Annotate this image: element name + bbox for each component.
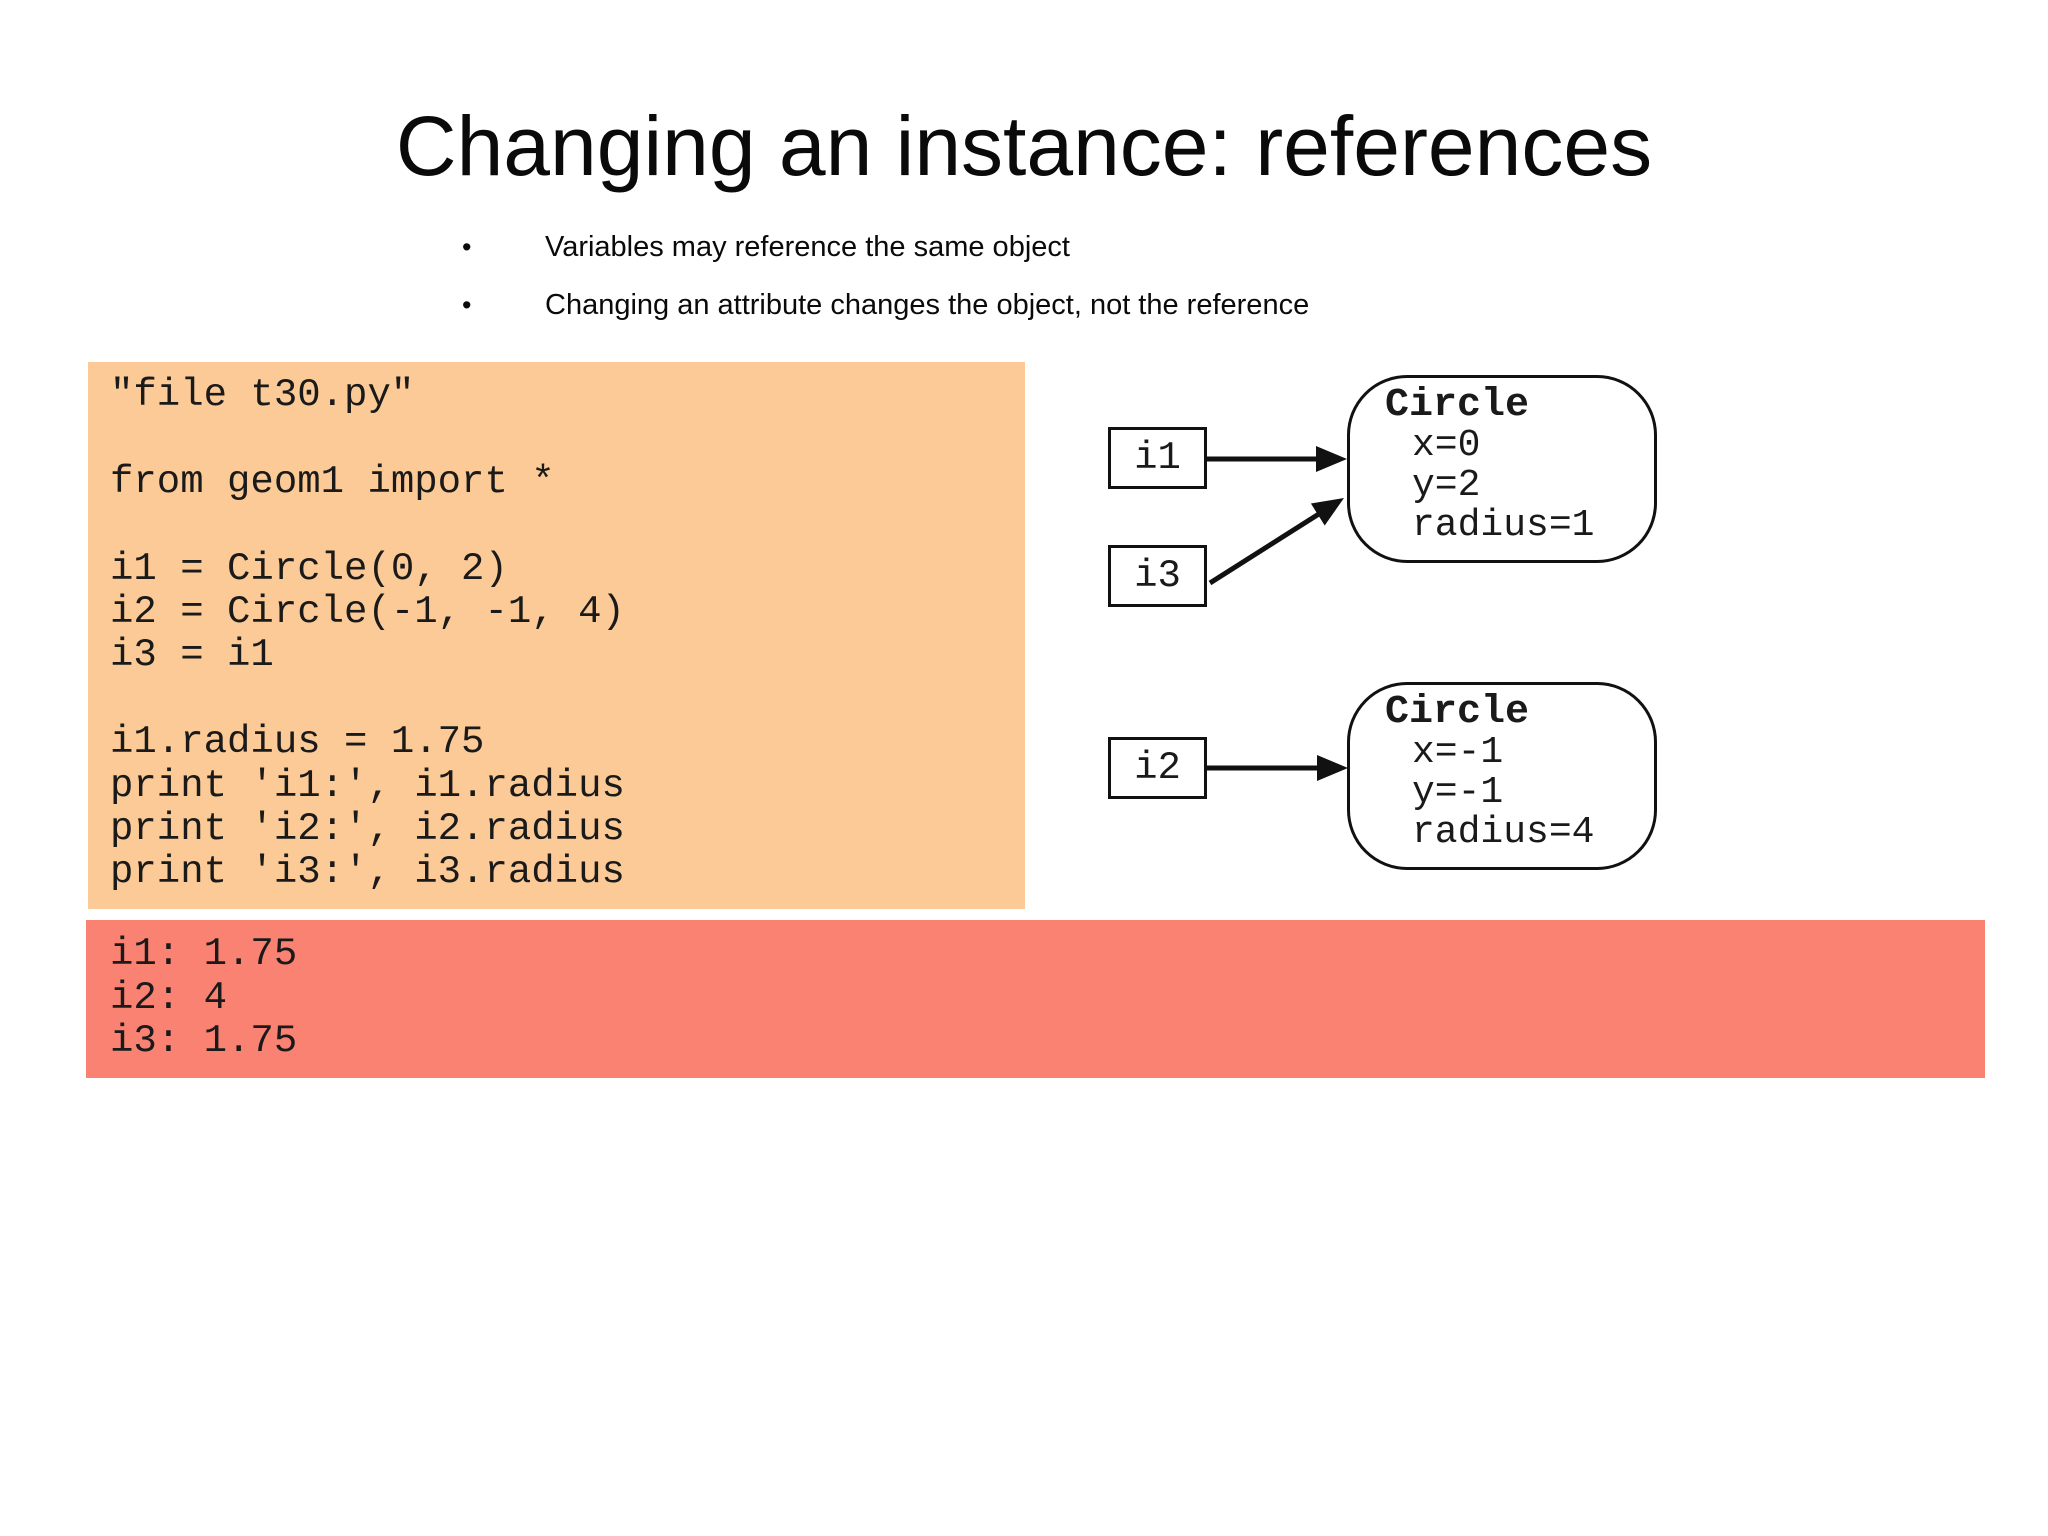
bullet-dot-icon: • [462,290,472,320]
output-block: i1: 1.75 i2: 4 i3: 1.75 [86,920,1985,1078]
bullet-text: Variables may reference the same object [545,231,1070,263]
reference-box-i3: i3 [1108,545,1207,607]
code-line: "file t30.py" [110,373,415,417]
reference-label: i3 [1134,554,1181,598]
reference-box-i1: i1 [1108,427,1207,489]
object-attribute: x=-1 [1412,731,1504,774]
output-line: i2: 4 [110,975,228,1020]
object-card-circle-1: Circle x=0 y=2 radius=1 [1347,375,1657,563]
bullet-item: • Variables may reference the same objec… [458,229,1070,265]
output-line: i3: 1.75 [110,1019,298,1063]
arrow-i2-to-object2-icon [1207,755,1348,781]
code-line [110,504,1025,547]
object-attribute: radius=4 [1412,811,1595,854]
code-line: print 'i1:', i1.radius [110,763,625,808]
object-attribute: y=-1 [1412,771,1504,814]
output-line: i1: 1.75 [110,932,298,976]
code-line [110,678,1025,721]
code-line: i3 = i1 [110,633,274,678]
page-title: Changing an instance: references [395,99,1653,193]
bullet-dot-icon: • [462,232,472,262]
code-line: from geom1 import * [110,459,555,504]
code-block: "file t30.py" from geom1 import * i1 = C… [88,362,1025,909]
code-line [110,417,1025,460]
object-attribute: x=0 [1412,424,1481,467]
code-line: i1 = Circle(0, 2) [110,546,508,591]
code-line: i1.radius = 1.75 [110,720,485,765]
reference-label: i2 [1134,746,1181,790]
object-class-name: Circle [1385,383,1530,428]
object-class-name: Circle [1385,690,1530,735]
reference-box-i2: i2 [1108,737,1207,799]
object-attribute: radius=1 [1412,504,1595,547]
bullet-text: Changing an attribute changes the object… [545,289,1310,321]
code-line: i2 = Circle(-1, -1, 4) [110,589,625,634]
reference-label: i1 [1134,436,1181,480]
bullet-item: • Changing an attribute changes the obje… [458,287,1309,323]
object-attribute: y=2 [1412,464,1481,507]
arrow-i3-to-object1-icon [1208,498,1344,586]
arrow-i1-to-object1-icon [1207,446,1347,472]
object-card-circle-2: Circle x=-1 y=-1 radius=4 [1347,682,1657,870]
code-line: print 'i2:', i2.radius [110,806,625,851]
code-line: print 'i3:', i3.radius [110,850,625,895]
